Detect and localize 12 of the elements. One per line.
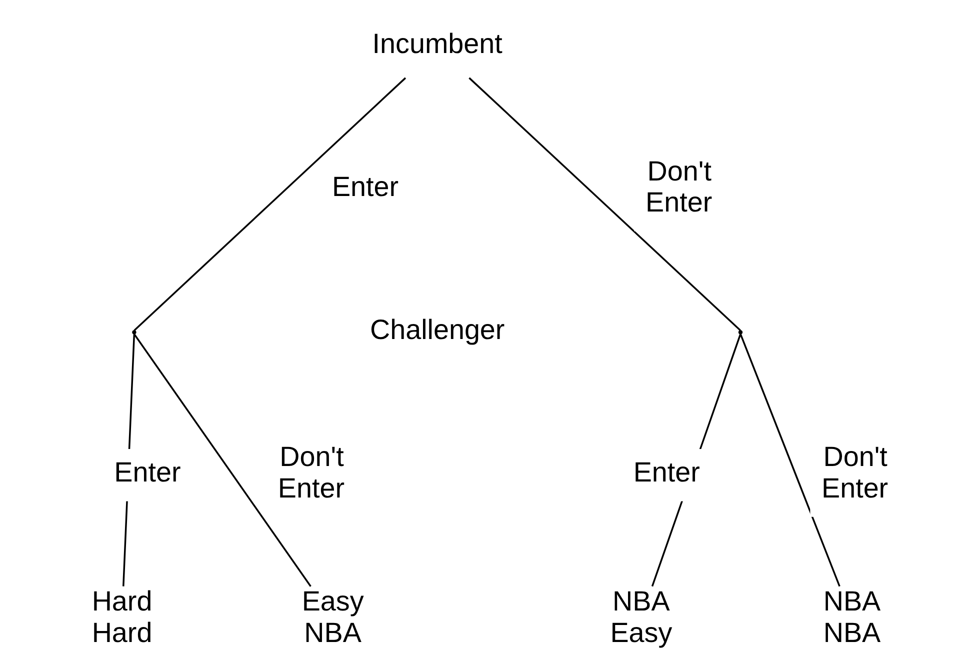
label: Challenger — [370, 314, 505, 345]
edge-label: Don't Enter — [646, 155, 712, 218]
node-text: NBA NBA — [823, 586, 881, 648]
node-text: Easy NBA — [302, 586, 364, 648]
edge-label: Enter — [114, 456, 181, 488]
node-text: Incumbent — [372, 28, 502, 60]
node-text: NBA Easy — [610, 586, 672, 648]
edge-label: Don't Enter — [822, 441, 888, 504]
node-text: Hard Hard — [92, 586, 152, 648]
edge-label: Don't Enter — [278, 441, 345, 504]
edge-label: Enter — [633, 456, 700, 488]
edge-label: Enter — [332, 171, 399, 202]
